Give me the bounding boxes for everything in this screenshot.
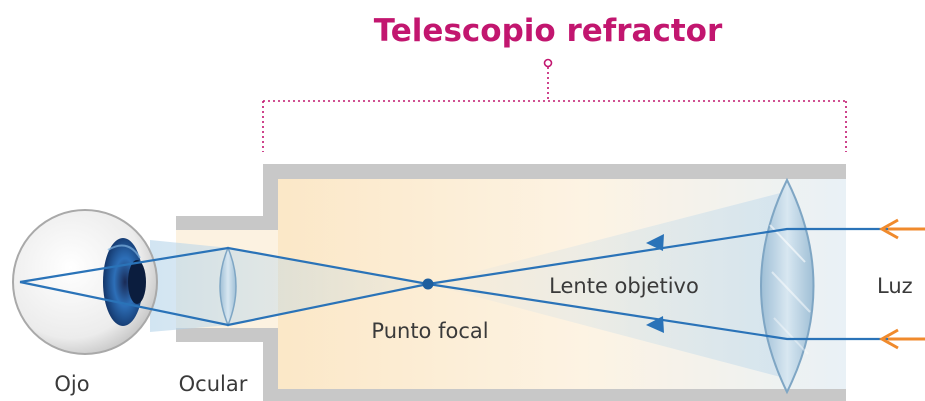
light-arrows (878, 218, 925, 350)
focal-point-dot (422, 278, 434, 290)
label-objective-lens: Lente objetivo (549, 274, 699, 298)
light-cone-objective (428, 190, 792, 380)
ray-arrow-lower-icon (646, 316, 664, 333)
ray-arrow-upper-icon (646, 234, 664, 251)
label-focal-point: Punto focal (371, 319, 488, 343)
eye (12, 209, 158, 355)
title-bracket (262, 58, 847, 152)
light-cone-eyepiece (150, 240, 428, 332)
label-eye: Ojo (54, 372, 89, 396)
diagram-title: Telescopio refractor (374, 13, 723, 49)
label-eyepiece: Ocular (179, 372, 248, 396)
label-light: Luz (877, 274, 913, 298)
